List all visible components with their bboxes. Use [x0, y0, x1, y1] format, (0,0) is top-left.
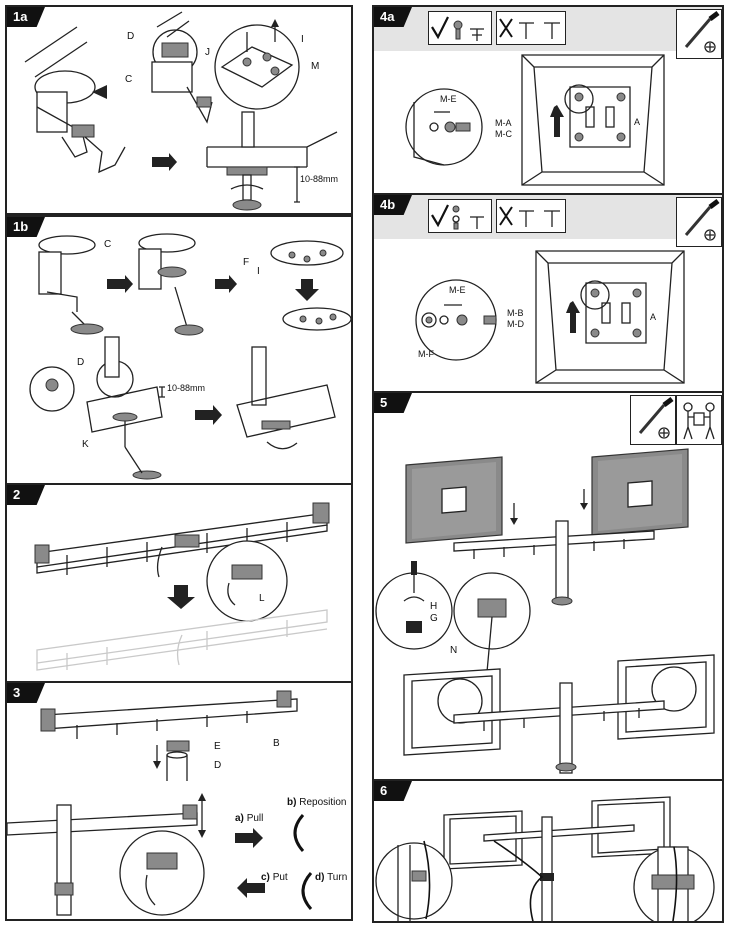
- step-1a-panel: 1a D C J I M 10-88mm: [5, 5, 353, 215]
- label-d: D: [127, 31, 135, 42]
- label-h: H: [430, 601, 438, 612]
- label-g: G: [430, 613, 438, 624]
- label-b: B: [273, 738, 280, 749]
- label-d: D: [214, 760, 222, 771]
- label-m-f: M-F: [418, 349, 434, 359]
- label-m-c: M-C: [495, 129, 512, 139]
- label-m-e: M-E: [440, 94, 457, 104]
- step-1b-panel: 1b C: [5, 215, 353, 485]
- label-j: J: [205, 47, 210, 58]
- label-m: M: [311, 61, 320, 72]
- action-put-key: c): [261, 872, 270, 883]
- check-mark-icon: [431, 16, 449, 40]
- action-put: c) Put: [261, 872, 288, 883]
- action-reposition-text: Reposition: [299, 797, 347, 808]
- action-turn: d) Turn: [315, 872, 347, 883]
- label-l: L: [259, 593, 265, 604]
- clamp-range-label: 10-88mm: [167, 383, 206, 393]
- action-put-text: Put: [272, 872, 288, 883]
- label-m-d: M-D: [507, 319, 524, 329]
- label-i: I: [257, 266, 260, 277]
- step-1a-tag: 1a: [7, 7, 45, 27]
- action-reposition: b) Reposition: [287, 797, 347, 808]
- cross-mark-icon: [499, 206, 513, 226]
- label-c: C: [125, 74, 133, 85]
- wrong-hardware-box: [496, 11, 566, 45]
- phillips-screwdriver-icon: [684, 11, 720, 53]
- step-5-panel: 5: [372, 391, 724, 781]
- label-i: I: [301, 34, 304, 45]
- label-e: E: [214, 741, 221, 752]
- phillips-screwdriver-icon: [638, 397, 674, 439]
- step-4b-illustration: [415, 199, 720, 384]
- step-3-tag: 3: [7, 683, 45, 703]
- action-pull-key: a): [235, 813, 244, 824]
- wrong-hardware-box: [496, 199, 566, 233]
- label-c: C: [104, 239, 112, 250]
- two-person-box: [676, 395, 722, 445]
- label-f: F: [243, 257, 250, 268]
- action-turn-key: d): [315, 872, 325, 883]
- correct-hardware-box: [428, 199, 492, 233]
- label-n: N: [450, 645, 458, 656]
- cross-mark-icon: [499, 18, 513, 38]
- label-a: A: [650, 312, 657, 322]
- step-1a-illustration: [24, 11, 338, 211]
- step-4a-panel: 4a M-E M-A M-C A: [372, 5, 724, 195]
- phillips-screwdriver-icon: [684, 199, 720, 241]
- two-person-lift-icon: [683, 402, 715, 440]
- step-4a-illustration: [405, 11, 720, 186]
- action-pull: a) Pull: [235, 813, 263, 824]
- action-reposition-key: b): [287, 797, 297, 808]
- label-m-b: M-B: [507, 308, 524, 318]
- step-4a-tag: 4a: [374, 7, 412, 27]
- action-pull-text: Pull: [246, 813, 264, 824]
- label-k: K: [82, 439, 89, 450]
- step-1b-tag: 1b: [7, 217, 45, 237]
- action-turn-text: Turn: [327, 872, 348, 883]
- step-2-panel: 2 L: [5, 483, 353, 683]
- step-6-tag: 6: [374, 781, 412, 801]
- step-6-panel: 6: [372, 779, 724, 923]
- label-m-e: M-E: [449, 285, 466, 295]
- step-6-illustration: [375, 796, 715, 921]
- step-4b-panel: 4b M-E M-B M-D M-F A: [372, 193, 724, 393]
- step-4b-tag: 4b: [374, 195, 412, 215]
- clamp-range-label: 10-88mm: [300, 174, 339, 184]
- step-5-tag: 5: [374, 393, 412, 413]
- label-m-a: M-A: [495, 118, 512, 128]
- label-d: D: [77, 357, 85, 368]
- step-3-illustration: [7, 690, 313, 916]
- label-a: A: [634, 117, 641, 127]
- step-1b-illustration: [29, 233, 351, 480]
- step-5-illustration: [375, 397, 715, 774]
- step-3-panel: 3 E D B a) Pull b) Reposition c) Put d) …: [5, 681, 353, 921]
- step-2-illustration: [34, 502, 330, 671]
- check-mark-icon: [431, 204, 449, 228]
- step-2-tag: 2: [7, 485, 45, 505]
